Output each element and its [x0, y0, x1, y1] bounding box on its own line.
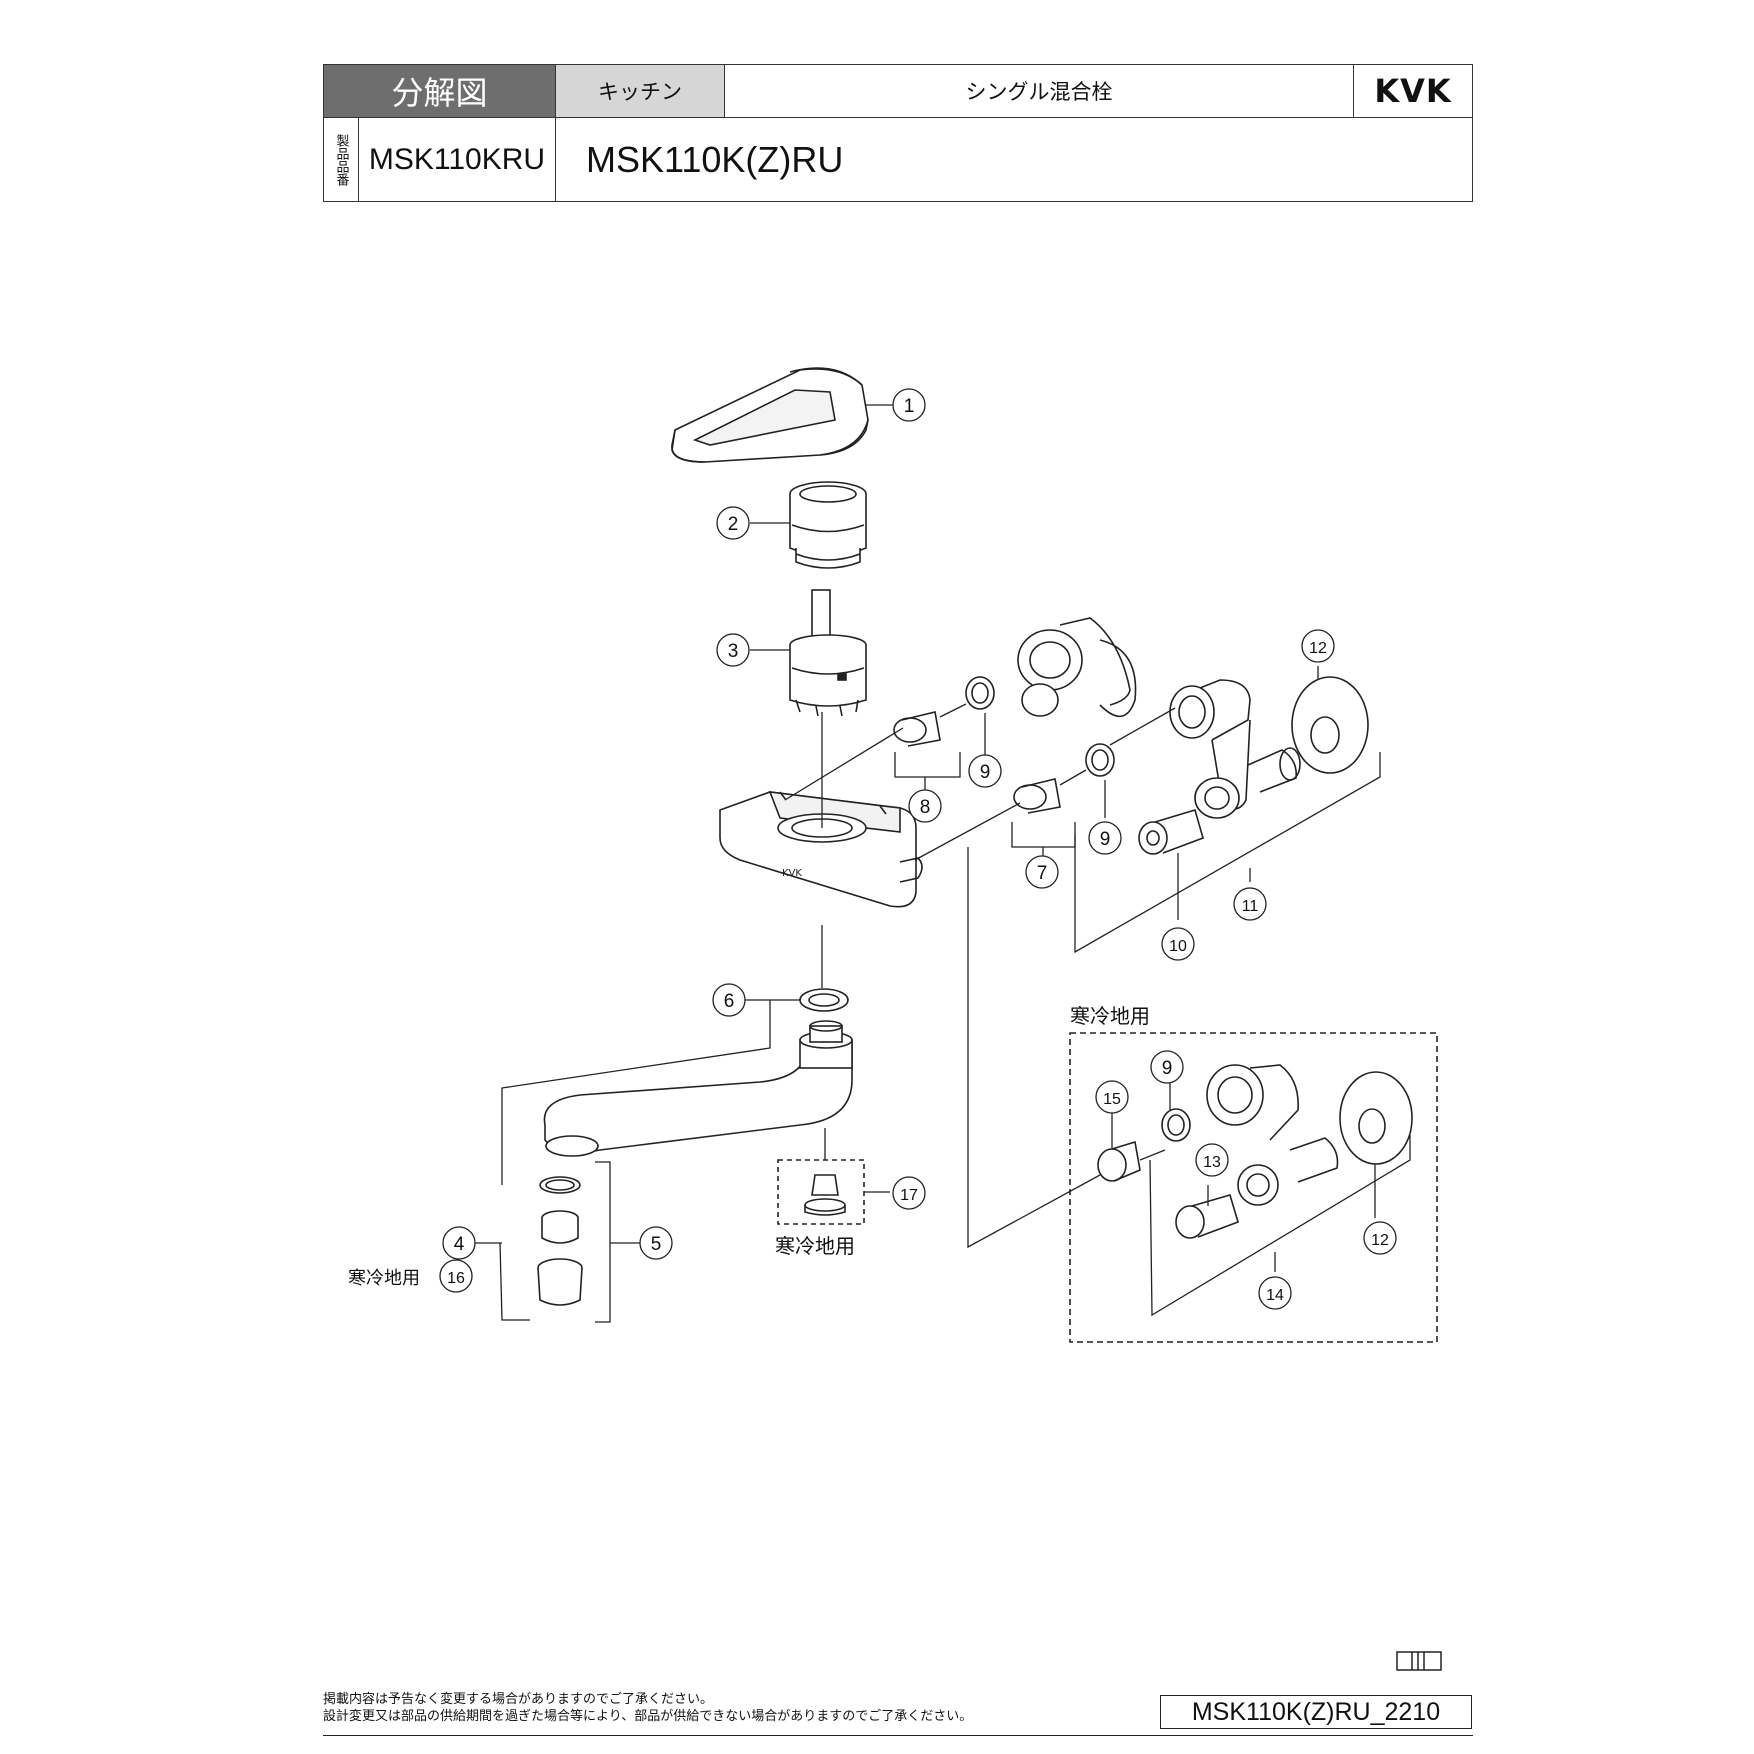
- product-name: シングル混合栓: [725, 65, 1354, 118]
- callout-4: 4: [454, 1234, 465, 1255]
- callout-numbers: 1 2 3 4 5 6 7 8 9 9 9 10 11 12 12 13 14 …: [447, 396, 1389, 1304]
- cap-nut-part: [789, 481, 867, 569]
- elbow-fitting-upper: [1017, 617, 1137, 718]
- callout-17: 17: [900, 1187, 918, 1204]
- page-title: 分解図: [324, 65, 556, 118]
- body-logo-text: KVK: [782, 868, 802, 879]
- callout-9c: 9: [1162, 1058, 1173, 1079]
- cold-area-box: [1069, 1032, 1438, 1343]
- callout-3: 3: [728, 641, 739, 662]
- header-table: 分解図 キッチン シングル混合栓 KVK 製品品番 MSK110KRU MSK1…: [323, 64, 1473, 202]
- aerator-parts: [537, 1176, 583, 1306]
- callout-15: 15: [1103, 1091, 1121, 1108]
- drain-valve-part: [804, 1174, 846, 1216]
- callout-10: 10: [1169, 938, 1187, 955]
- cartridge-part: [789, 589, 867, 717]
- spout-gasket-part: [799, 988, 849, 1012]
- elbow-fitting-part: [1169, 679, 1301, 819]
- page-mark-icon: [1396, 1651, 1442, 1671]
- leader-lines: [470, 404, 1411, 1323]
- brand-logo: KVK: [1354, 65, 1472, 118]
- footer-rule: [323, 1735, 1473, 1736]
- callout-2: 2: [728, 514, 739, 535]
- cold-area-labels: 寒冷地用 寒冷地用 寒冷地用: [348, 1004, 1150, 1289]
- cold-area-box-label: 寒冷地用: [1070, 1004, 1150, 1028]
- cold-area-parts: [1097, 1064, 1413, 1239]
- spout-part: [543, 1020, 853, 1157]
- callout-9b: 9: [1100, 829, 1111, 850]
- callout-5: 5: [651, 1234, 662, 1255]
- callout-12b: 12: [1371, 1232, 1389, 1249]
- callout-9a: 9: [980, 762, 991, 783]
- callout-1: 1: [904, 396, 915, 417]
- model-number: MSK110K(Z)RU: [586, 139, 844, 180]
- callout-16: 16: [447, 1270, 465, 1287]
- footer-note-1: 掲載内容は予告なく変更する場合がありますのでご了承ください。: [323, 1692, 714, 1707]
- callout-14: 14: [1266, 1287, 1284, 1304]
- callout-12a: 12: [1309, 640, 1327, 657]
- callout-circles: [439, 388, 1397, 1310]
- callout-11: 11: [1242, 898, 1259, 915]
- footer-note-2: 設計変更又は部品の供給期間を過ぎた場合等により、部品が供給できない場合があります…: [323, 1709, 973, 1724]
- faucet-body-part: KVK: [719, 791, 923, 908]
- callout-7: 7: [1037, 863, 1048, 884]
- callout-8: 8: [920, 797, 931, 818]
- cold-area-left-label: 寒冷地用: [348, 1268, 420, 1289]
- check-valve-parts: [893, 676, 1115, 814]
- product-number-label: 製品品番: [324, 118, 359, 202]
- escutcheon-part: [1291, 676, 1369, 774]
- document-code: MSK110K(Z)RU_2210: [1160, 1695, 1472, 1729]
- callout-6: 6: [724, 991, 735, 1012]
- category-label: キッチン: [556, 65, 725, 118]
- lever-handle-part: [671, 367, 869, 463]
- cold-area-valve-label: 寒冷地用: [775, 1234, 855, 1258]
- callout-13: 13: [1203, 1154, 1221, 1171]
- valve-part-10: [1138, 809, 1204, 855]
- product-code: MSK110KRU: [359, 118, 556, 202]
